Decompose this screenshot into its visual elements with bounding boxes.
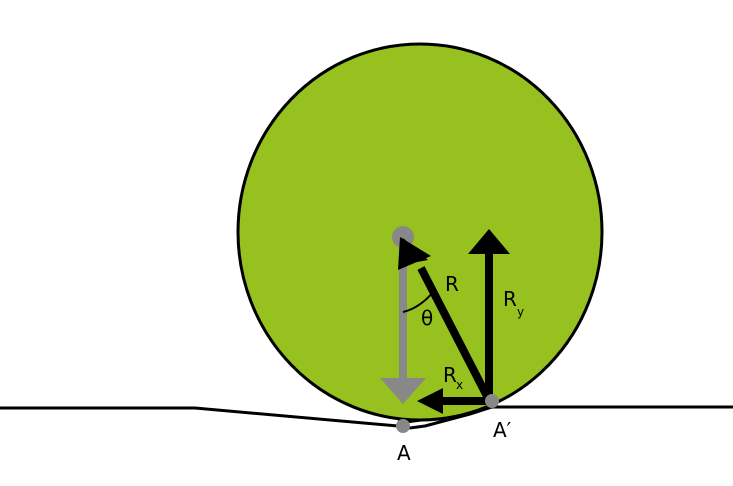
ry-vector-arrowhead — [468, 229, 510, 254]
label-resultant: R — [445, 272, 459, 296]
label-rx: R — [443, 363, 457, 387]
label-angle-theta: θ — [421, 306, 433, 330]
weight-vector-arrowhead — [380, 378, 426, 404]
contact-point-a — [396, 419, 410, 433]
rx-vector-arrowhead — [417, 388, 443, 414]
label-ry-subscript: y — [517, 305, 524, 319]
resultant-vector-shaft — [417, 266, 493, 402]
label-rx-subscript: x — [456, 378, 463, 392]
label-a: A — [397, 441, 411, 465]
ground-surface — [0, 405, 733, 430]
label-a-prime: A′ — [493, 418, 512, 442]
label-ry: R — [503, 287, 517, 311]
wheel — [236, 42, 604, 422]
contact-point-a-prime — [485, 394, 499, 408]
resultant-vector-arrowhead-tip — [398, 237, 431, 270]
